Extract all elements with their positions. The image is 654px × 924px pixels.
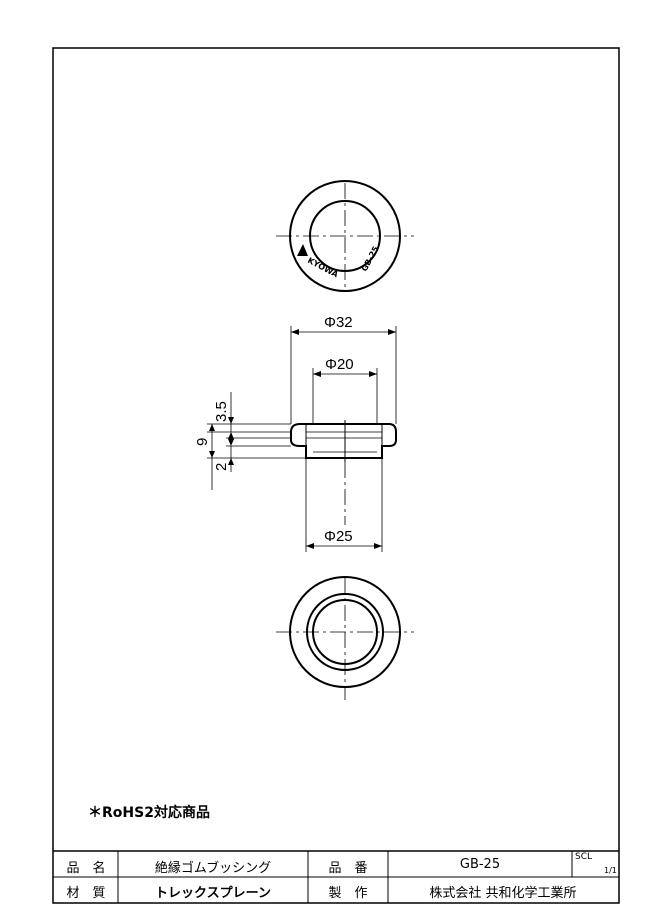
- title-block-grid: [53, 850, 619, 903]
- top-view: KYOWA GB-25: [276, 180, 414, 292]
- material: トレックスプレーン: [155, 886, 271, 901]
- side-view: Φ32 Φ20 9 3.5 2: [194, 314, 397, 552]
- dim-height: 9: [194, 438, 211, 446]
- part-number: GB-25: [459, 857, 501, 872]
- scale-label: SCL: [575, 852, 593, 862]
- kyowa-logo-icon: [297, 244, 308, 256]
- dim-outer-diameter: Φ32: [324, 314, 353, 331]
- rohs-note: ＊RoHS2対応商品: [88, 805, 210, 821]
- manufacturer: 株式会社 共和化学工業所: [429, 886, 577, 901]
- part-number-label: 品 番: [328, 861, 368, 876]
- bottom-view: [276, 576, 414, 700]
- sheet-border: [52, 47, 620, 904]
- dim-flange-bottom: 2: [213, 463, 230, 471]
- material-label: 材 質: [66, 886, 106, 901]
- sheet-number: 1/1: [604, 866, 617, 875]
- product-name-label: 品 名: [66, 861, 106, 876]
- manufacturer-label: 製 作: [328, 886, 368, 901]
- dim-inner-diameter: Φ20: [325, 356, 354, 373]
- product-name: 絶縁ゴムブッシング: [154, 861, 272, 876]
- brand-marking: KYOWA: [306, 256, 340, 280]
- dim-mount-diameter: Φ25: [324, 528, 353, 545]
- dim-flange-top: 3.5: [213, 401, 230, 422]
- part-marking: GB-25: [360, 244, 381, 273]
